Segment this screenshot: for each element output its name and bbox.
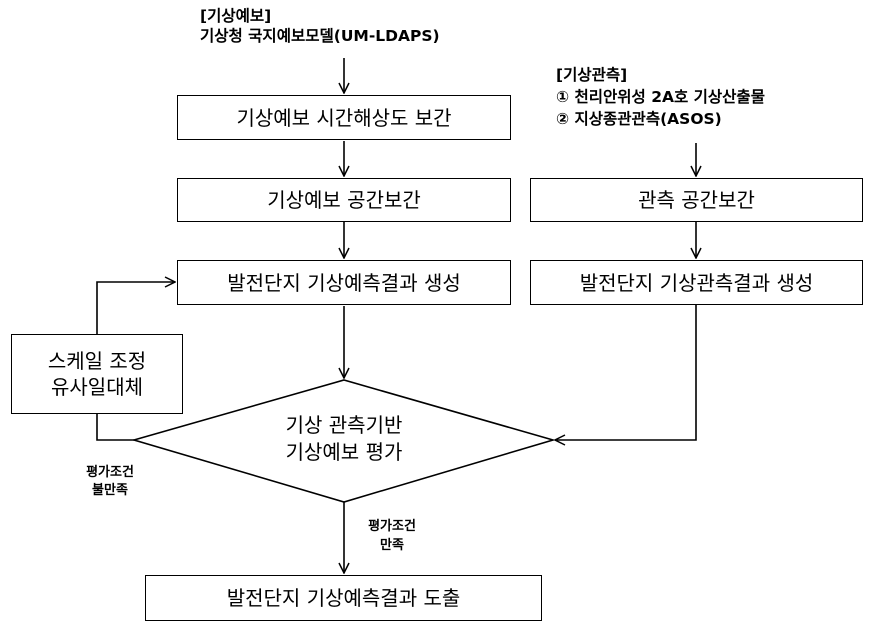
observation-source-heading: [기상관측] [556,66,628,84]
spatial-interpolation-label: 기상예보 공간보간 [267,188,421,212]
adjustment-label-line1: 스케일 조정 [47,349,147,373]
forecast-source-heading: [기상예보] [200,7,272,25]
obs-result-label: 발전단지 기상관측결과 생성 [579,270,814,295]
decision-label-line2: 기상예보 평가 [285,440,403,464]
obs-spatial-interpolation-label: 관측 공간보간 [638,188,755,212]
observation-source-item-1: ① 천리안위성 2A호 기상산출물 [556,88,765,106]
forecast-result-box: 발전단지 기상예측결과 생성 [177,260,511,305]
fail-condition-label-line1: 평가조건 [86,465,134,480]
forecast-result-label: 발전단지 기상예측결과 생성 [227,270,461,295]
pass-condition-label-line1: 평가조건 [368,519,416,534]
final-output-label: 발전단지 기상예측결과 도출 [226,586,461,610]
arrow-obs-result-to-decision [555,304,697,440]
final-output-box: 발전단지 기상예측결과 도출 [145,575,542,621]
obs-spatial-interpolation-box: 관측 공간보간 [530,178,863,222]
arrow-adjust-to-forecast-result [96,282,175,334]
fail-condition-label-line2: 불만족 [92,483,128,498]
adjustment-label-line2: 유사일대체 [51,375,143,399]
forecast-source-model: 기상청 국지예보모델(UM-LDAPS) [200,27,440,45]
temporal-interpolation-label: 기상예보 시간해상도 보간 [236,105,452,130]
observation-source-item-2: ② 지상종관관측(ASOS) [556,110,722,128]
arrow-decision-to-adjust [96,414,134,441]
obs-result-box: 발전단지 기상관측결과 생성 [530,260,863,305]
spatial-interpolation-box: 기상예보 공간보간 [177,178,511,222]
pass-condition-label-line2: 만족 [380,538,404,553]
temporal-interpolation-box: 기상예보 시간해상도 보간 [177,95,511,140]
adjustment-box: 스케일 조정 유사일대체 [11,334,183,414]
decision-label-line1: 기상 관측기반 [285,413,403,437]
evaluation-decision-diamond [131,379,556,503]
